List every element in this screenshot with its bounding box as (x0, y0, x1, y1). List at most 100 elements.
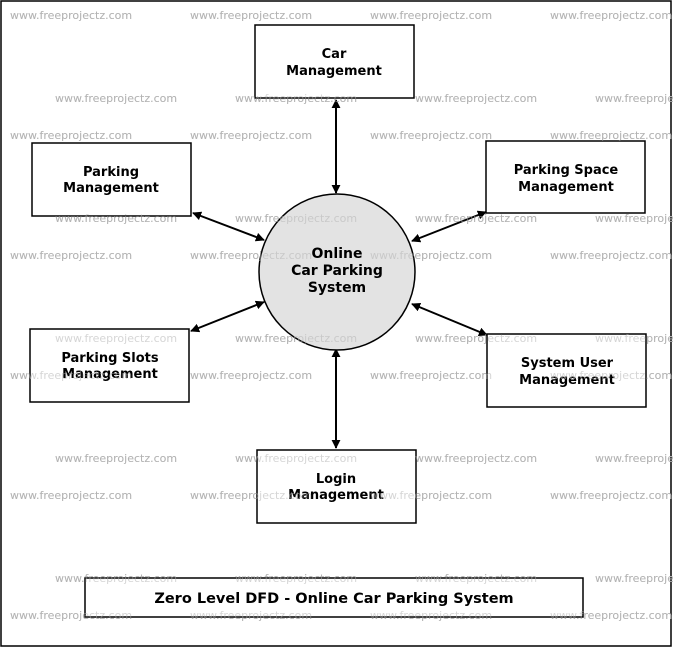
watermark-text: www.freeprojectz.com (10, 9, 132, 22)
watermark-text: www.freeprojectz.com (595, 212, 673, 225)
watermark-text: www.freeprojectz.com (10, 489, 132, 502)
watermark-text: www.freeprojectz.com (235, 92, 357, 105)
entity-box (29, 328, 190, 403)
entity-label-line-1: Car (322, 47, 347, 62)
center-process: Online Car Parking System (258, 193, 416, 351)
watermark-text: www.freeprojectz.com (550, 609, 672, 622)
watermark-text: www.freeprojectz.com (595, 572, 673, 585)
diagram-caption: Zero Level DFD - Online Car Parking Syst… (84, 577, 584, 618)
flow-parking-space-management (411, 210, 487, 243)
process-label-line-1: Online (312, 246, 363, 262)
entity-label-line-2: Management (62, 367, 158, 382)
watermark-text: www.freeprojectz.com (415, 572, 537, 585)
flow-parking-slots-management (190, 300, 265, 333)
entity-label-line-1: Parking Slots (61, 351, 159, 366)
caption-title: Zero Level DFD - Online Car Parking Syst… (154, 591, 513, 607)
watermark-text: www.freeprojectz.com (415, 332, 537, 345)
watermark-text: www.freeprojectz.com (370, 129, 492, 142)
entity-parking-slots-management: Parking Slots Management (29, 328, 190, 403)
watermark-text: www.freeprojectz.com (235, 212, 357, 225)
watermark-text: www.freeprojectz.com (190, 369, 312, 382)
entity-label-line-1: System User (521, 356, 614, 371)
watermark-text: www.freeprojectz.com (415, 452, 537, 465)
watermark-text: www.freeprojectz.com (10, 489, 132, 502)
watermark-text: www.freeprojectz.com (595, 332, 673, 345)
watermark-text: www.freeprojectz.com (370, 129, 492, 142)
entity-parking-space-management: Parking Space Management (485, 140, 646, 214)
watermark-text: www.freeprojectz.com (550, 249, 672, 262)
watermark-text: www.freeprojectz.com (235, 572, 357, 585)
entity-box (485, 140, 646, 214)
flow-parking-management (192, 211, 265, 242)
watermark-text: www.freeprojectz.com (370, 369, 492, 382)
entity-box (486, 333, 647, 408)
watermark-text: www.freeprojectz.com (55, 92, 177, 105)
watermark-text: www.freeprojectz.com (55, 212, 177, 225)
watermark-text: www.freeprojectz.com (10, 369, 132, 382)
entity-box (256, 449, 417, 524)
watermark-text: www.freeprojectz.com (370, 489, 492, 502)
watermark-text: www.freeprojectz.com (595, 212, 673, 225)
watermark-text: www.freeprojectz.com (595, 452, 673, 465)
watermark-text: www.freeprojectz.com (370, 609, 492, 622)
watermark-text: www.freeprojectz.com (10, 249, 132, 262)
watermark-overlay: www.freeprojectz.com www.freeprojectz.com… (10, 9, 673, 622)
watermark-text: www.freeprojectz.com (550, 249, 672, 262)
watermark-text: www.freeprojectz.com (550, 9, 672, 22)
watermark-text: www.freeprojectz.com (55, 452, 177, 465)
watermark-text: www.freeprojectz.com (370, 9, 492, 22)
watermark-text: www.freeprojectz.com (190, 9, 312, 22)
watermark-text: www.freeprojectz.com (10, 9, 132, 22)
entity-label-line-1: Parking Space (514, 163, 619, 178)
watermark-text: www.freeprojectz.com (415, 92, 537, 105)
entity-label-line-2: Management (288, 488, 384, 503)
caption-box (84, 577, 584, 618)
watermark-text: www.freeprojectz.com (55, 332, 177, 345)
entity-label-line-2: Management (286, 64, 382, 79)
process-label-line-3: System (308, 280, 366, 296)
watermark-text: www.freeprojectz.com (10, 249, 132, 262)
entity-system-user-management: System User Management (486, 333, 647, 408)
watermark-text: www.freeprojectz.com (415, 452, 537, 465)
watermark-text: www.freeprojectz.com (595, 92, 673, 105)
watermark-text: www.freeprojectz.com (10, 129, 132, 142)
entity-box (254, 24, 415, 99)
watermark-text: www.freeprojectz.com (595, 572, 673, 585)
process-label-line-2: Car Parking (291, 263, 383, 279)
watermark-text: www.freeprojectz.com (550, 489, 672, 502)
watermark-text: www.freeprojectz.com (550, 129, 672, 142)
entity-label-line-2: Management (519, 373, 615, 388)
watermark-text: www.freeprojectz.com (190, 129, 312, 142)
watermark-text: www.freeprojectz.com (595, 452, 673, 465)
data-flow-arrows (190, 99, 488, 449)
watermark-text: www.freeprojectz.com (190, 9, 312, 22)
watermark-text: www.freeprojectz.com (415, 212, 537, 225)
watermark-text: www.freeprojectz.com (55, 572, 177, 585)
watermark-text: www.freeprojectz.com (190, 129, 312, 142)
watermark-text: www.freeprojectz.com (10, 129, 132, 142)
entity-car-management: Car Management (254, 24, 415, 99)
watermark-text: www.freeprojectz.com (190, 369, 312, 382)
watermark-text: www.freeprojectz.com (370, 9, 492, 22)
watermark-text: www.freeprojectz.com (550, 489, 672, 502)
watermark-text: www.freeprojectz.com (190, 249, 312, 262)
watermark-text: www.freeprojectz.com (235, 332, 357, 345)
flow-system-user-management (411, 302, 488, 337)
process-circle (258, 193, 416, 351)
watermark-text: www.freeprojectz.com (55, 92, 177, 105)
watermark-text: www.freeprojectz.com (415, 92, 537, 105)
entity-box (31, 142, 192, 217)
watermark-text: www.freeprojectz.com (550, 369, 672, 382)
watermark-text: www.freeprojectz.com (10, 609, 132, 622)
watermark-text: www.freeprojectz.com (550, 129, 672, 142)
watermark-text: www.freeprojectz.com (595, 92, 673, 105)
entity-label-line-1: Login (316, 472, 356, 487)
entity-login-management: Login Management (256, 449, 417, 524)
watermark-text: www.freeprojectz.com (190, 489, 312, 502)
watermark-text: www.freeprojectz.com (235, 452, 357, 465)
watermark-text: www.freeprojectz.com (370, 249, 492, 262)
watermark-text: www.freeprojectz.com (190, 609, 312, 622)
entity-label-line-2: Management (63, 181, 159, 196)
